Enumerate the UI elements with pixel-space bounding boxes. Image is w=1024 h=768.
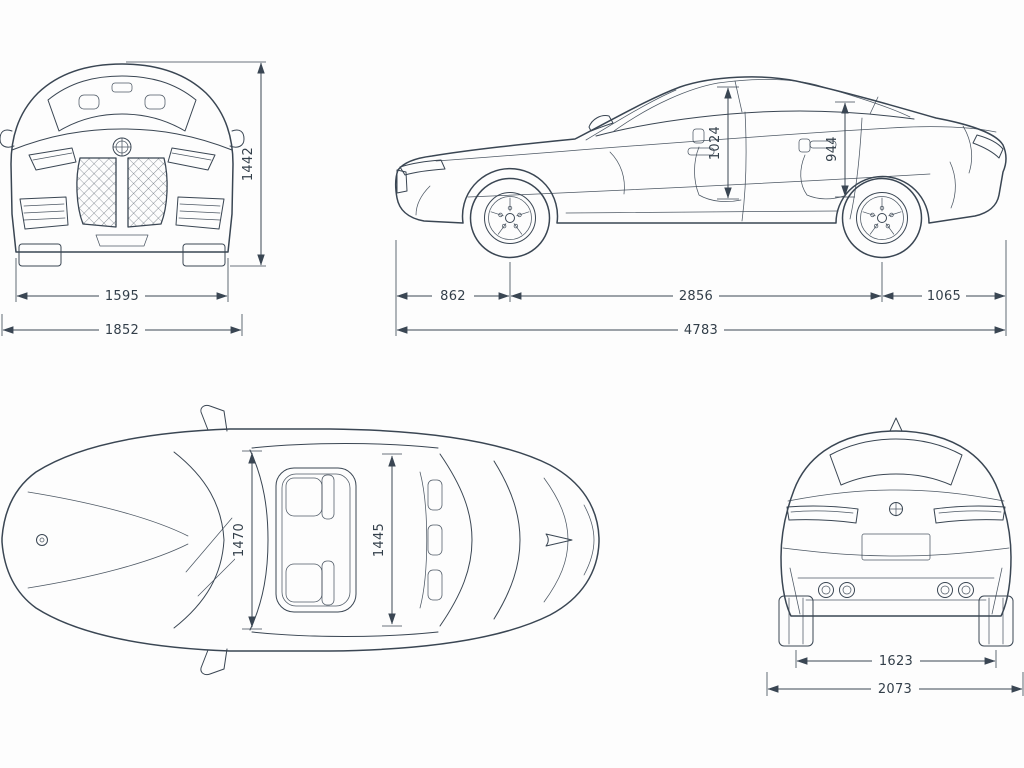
dim-overall-length-value: 4783 (684, 323, 718, 338)
top-view (1, 404, 600, 676)
top-mirror-lower (200, 648, 228, 676)
rear-window-rear-edge (493, 460, 521, 620)
rocker-line (565, 210, 839, 214)
dim-wheelbase-value: 2856 (679, 289, 713, 304)
glass-top-line (613, 79, 911, 132)
roof-rail-upper (251, 443, 439, 449)
rear-right-tire (978, 595, 1014, 647)
cowl-line (173, 451, 225, 629)
lower-apron (95, 234, 149, 247)
top-body-outline (1, 428, 600, 652)
side-body-outline (394, 76, 1007, 224)
dim-interior-width-front-value: 1470 (232, 523, 247, 557)
dim-headroom-front: 1024 (708, 86, 739, 200)
rear-wheel (841, 177, 923, 259)
dim-rear-track-width-value: 1623 (879, 654, 913, 669)
decklid-crease (787, 489, 1005, 502)
left-taillight (786, 505, 859, 524)
kidney-grille-right (127, 157, 168, 228)
dim-interior-width-rear-value: 1445 (372, 523, 387, 557)
rear-edge-line (583, 504, 595, 576)
rear-window-front-edge (439, 453, 473, 627)
dim-interior-width-rear: 1445 (372, 453, 402, 627)
dim-front-overall-height: 1442 (126, 61, 266, 267)
top-mirror-upper (200, 404, 228, 432)
dim-side-lengths: 862 2856 1065 4783 (395, 240, 1007, 338)
right-side-mirror (229, 129, 245, 148)
rear-body-outline (780, 430, 1012, 617)
front-door-seam (741, 111, 747, 222)
left-headrest (78, 94, 100, 110)
rear-bumper-seam (949, 161, 956, 209)
right-headrest (144, 94, 166, 110)
decklid-line (543, 477, 569, 603)
side-headlight (399, 159, 446, 176)
dim-rear-track-width: 1623 (795, 650, 997, 669)
rear-left-tire (778, 595, 814, 647)
trunk-seam (962, 125, 973, 174)
beltline (595, 110, 915, 137)
dim-headroom-rear: 944 (825, 101, 855, 198)
rearview-mirror (111, 82, 133, 93)
side-view (394, 76, 1007, 259)
exhaust-tips (818, 582, 974, 598)
left-air-intake (19, 196, 69, 230)
dim-rear-overall-width: 2073 (766, 672, 1024, 697)
bumper-crease (782, 547, 1010, 557)
hood-crease-upper (27, 491, 189, 537)
side-taillight (972, 134, 1004, 159)
dim-rear-overhang-value: 1065 (927, 289, 961, 304)
dim-front-overall-width-value: 1852 (105, 323, 139, 338)
kidney-grille-left (76, 157, 117, 228)
front-body-outline (10, 63, 234, 253)
left-headlight (28, 147, 77, 171)
rear-window (829, 438, 963, 486)
rear-roundel-icon (889, 502, 903, 517)
dim-headroom-front-value: 1024 (708, 126, 723, 160)
b-pillar (734, 80, 743, 113)
dim-front-track-width: 1595 (15, 258, 229, 304)
lower-crease (467, 173, 931, 198)
front-left-tire (18, 243, 62, 267)
windshield-inner (585, 89, 677, 141)
shark-fin-antenna (545, 533, 573, 547)
dim-interior-width-front: 1470 (232, 450, 262, 630)
side-mirror (588, 115, 614, 132)
brand-roundel-icon (112, 137, 132, 157)
dim-rear-overall-width-value: 2073 (878, 682, 912, 697)
top-seats (285, 471, 443, 609)
dim-front-track-width-value: 1595 (105, 289, 139, 304)
right-air-intake (175, 196, 225, 230)
hood-roundel-icon (36, 534, 48, 546)
left-side-mirror (0, 129, 15, 148)
shoulder-line (435, 126, 997, 162)
license-plate-recess (861, 533, 931, 561)
front-wheel (469, 177, 551, 259)
sunroof (275, 467, 357, 613)
windshield (47, 75, 197, 132)
interior-seats (609, 128, 845, 202)
right-taillight (933, 505, 1006, 524)
windshield-roof-edge (249, 449, 269, 631)
right-headlight (167, 147, 216, 171)
dim-front-overall-width: 1852 (1, 314, 243, 338)
side-grille (396, 169, 408, 194)
quarter-window-divider (869, 96, 879, 115)
roof-rail-lower (251, 631, 439, 637)
hood-crease-lower (27, 543, 189, 589)
rear-shark-fin (889, 417, 903, 432)
dim-headroom-rear-value: 944 (825, 136, 840, 162)
dim-front-overall-height-value: 1442 (241, 147, 256, 181)
front-right-tire (182, 243, 226, 267)
dim-front-overhang-value: 862 (440, 289, 466, 304)
front-door-handle (687, 147, 715, 156)
front-bumper-seam (415, 185, 431, 216)
hood-beltline (11, 128, 233, 151)
front-view (0, 63, 245, 267)
rear-view (778, 417, 1014, 647)
diffuser-lines (789, 567, 1003, 615)
